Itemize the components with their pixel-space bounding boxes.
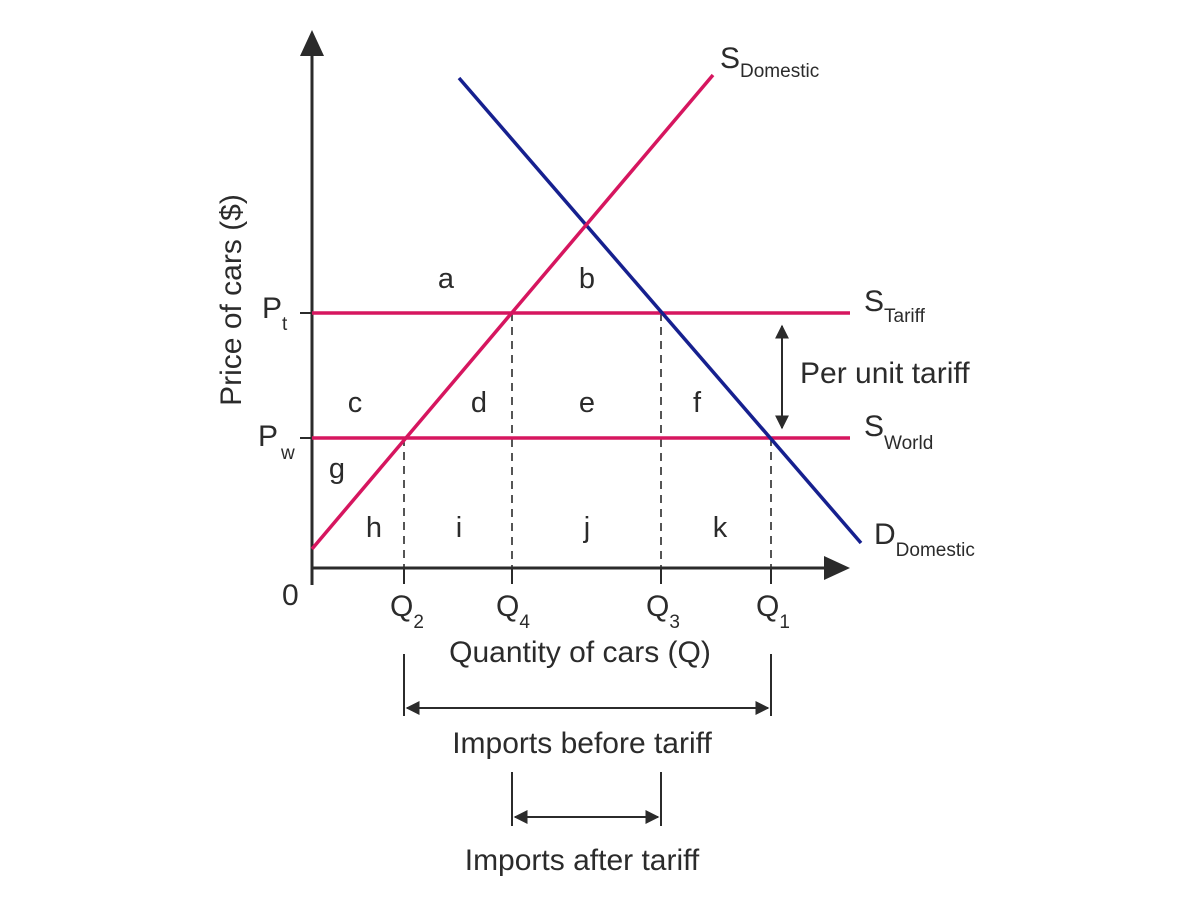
region-a: a (438, 263, 455, 295)
x-axis-arrowhead (824, 556, 850, 580)
pw-label: Pw (258, 420, 295, 464)
s-domestic-curve (310, 73, 715, 551)
region-g: g (329, 453, 345, 485)
region-i: i (456, 512, 462, 544)
y-axis-arrowhead (300, 30, 324, 56)
imports-after-label: Imports after tariff (465, 844, 700, 877)
q4-label: Q4 (496, 590, 530, 633)
region-d: d (471, 387, 487, 419)
region-b: b (579, 263, 595, 295)
q3-label: Q3 (646, 590, 680, 633)
y-axis-title: Price of cars ($) (215, 194, 248, 406)
region-f: f (693, 387, 702, 419)
d-domestic-label: DDomestic (874, 518, 975, 561)
s-world-label: SWorld (864, 410, 933, 454)
region-c: c (348, 387, 363, 419)
origin-label: 0 (282, 579, 299, 612)
region-h: h (366, 512, 382, 544)
s-domestic-label: SDomestic (720, 42, 819, 82)
q1-label: Q1 (756, 590, 790, 633)
per-unit-tariff-label: Per unit tariff (800, 357, 970, 390)
region-k: k (713, 512, 728, 544)
region-e: e (579, 387, 595, 419)
s-tariff-label: STariff (864, 285, 926, 327)
d-domestic-curve (457, 76, 863, 545)
x-axis-title: Quantity of cars (Q) (449, 636, 711, 669)
region-j: j (583, 512, 590, 544)
pt-label: Pt (262, 292, 288, 335)
q2-label: Q2 (390, 590, 424, 633)
imports-before-label: Imports before tariff (452, 727, 712, 760)
